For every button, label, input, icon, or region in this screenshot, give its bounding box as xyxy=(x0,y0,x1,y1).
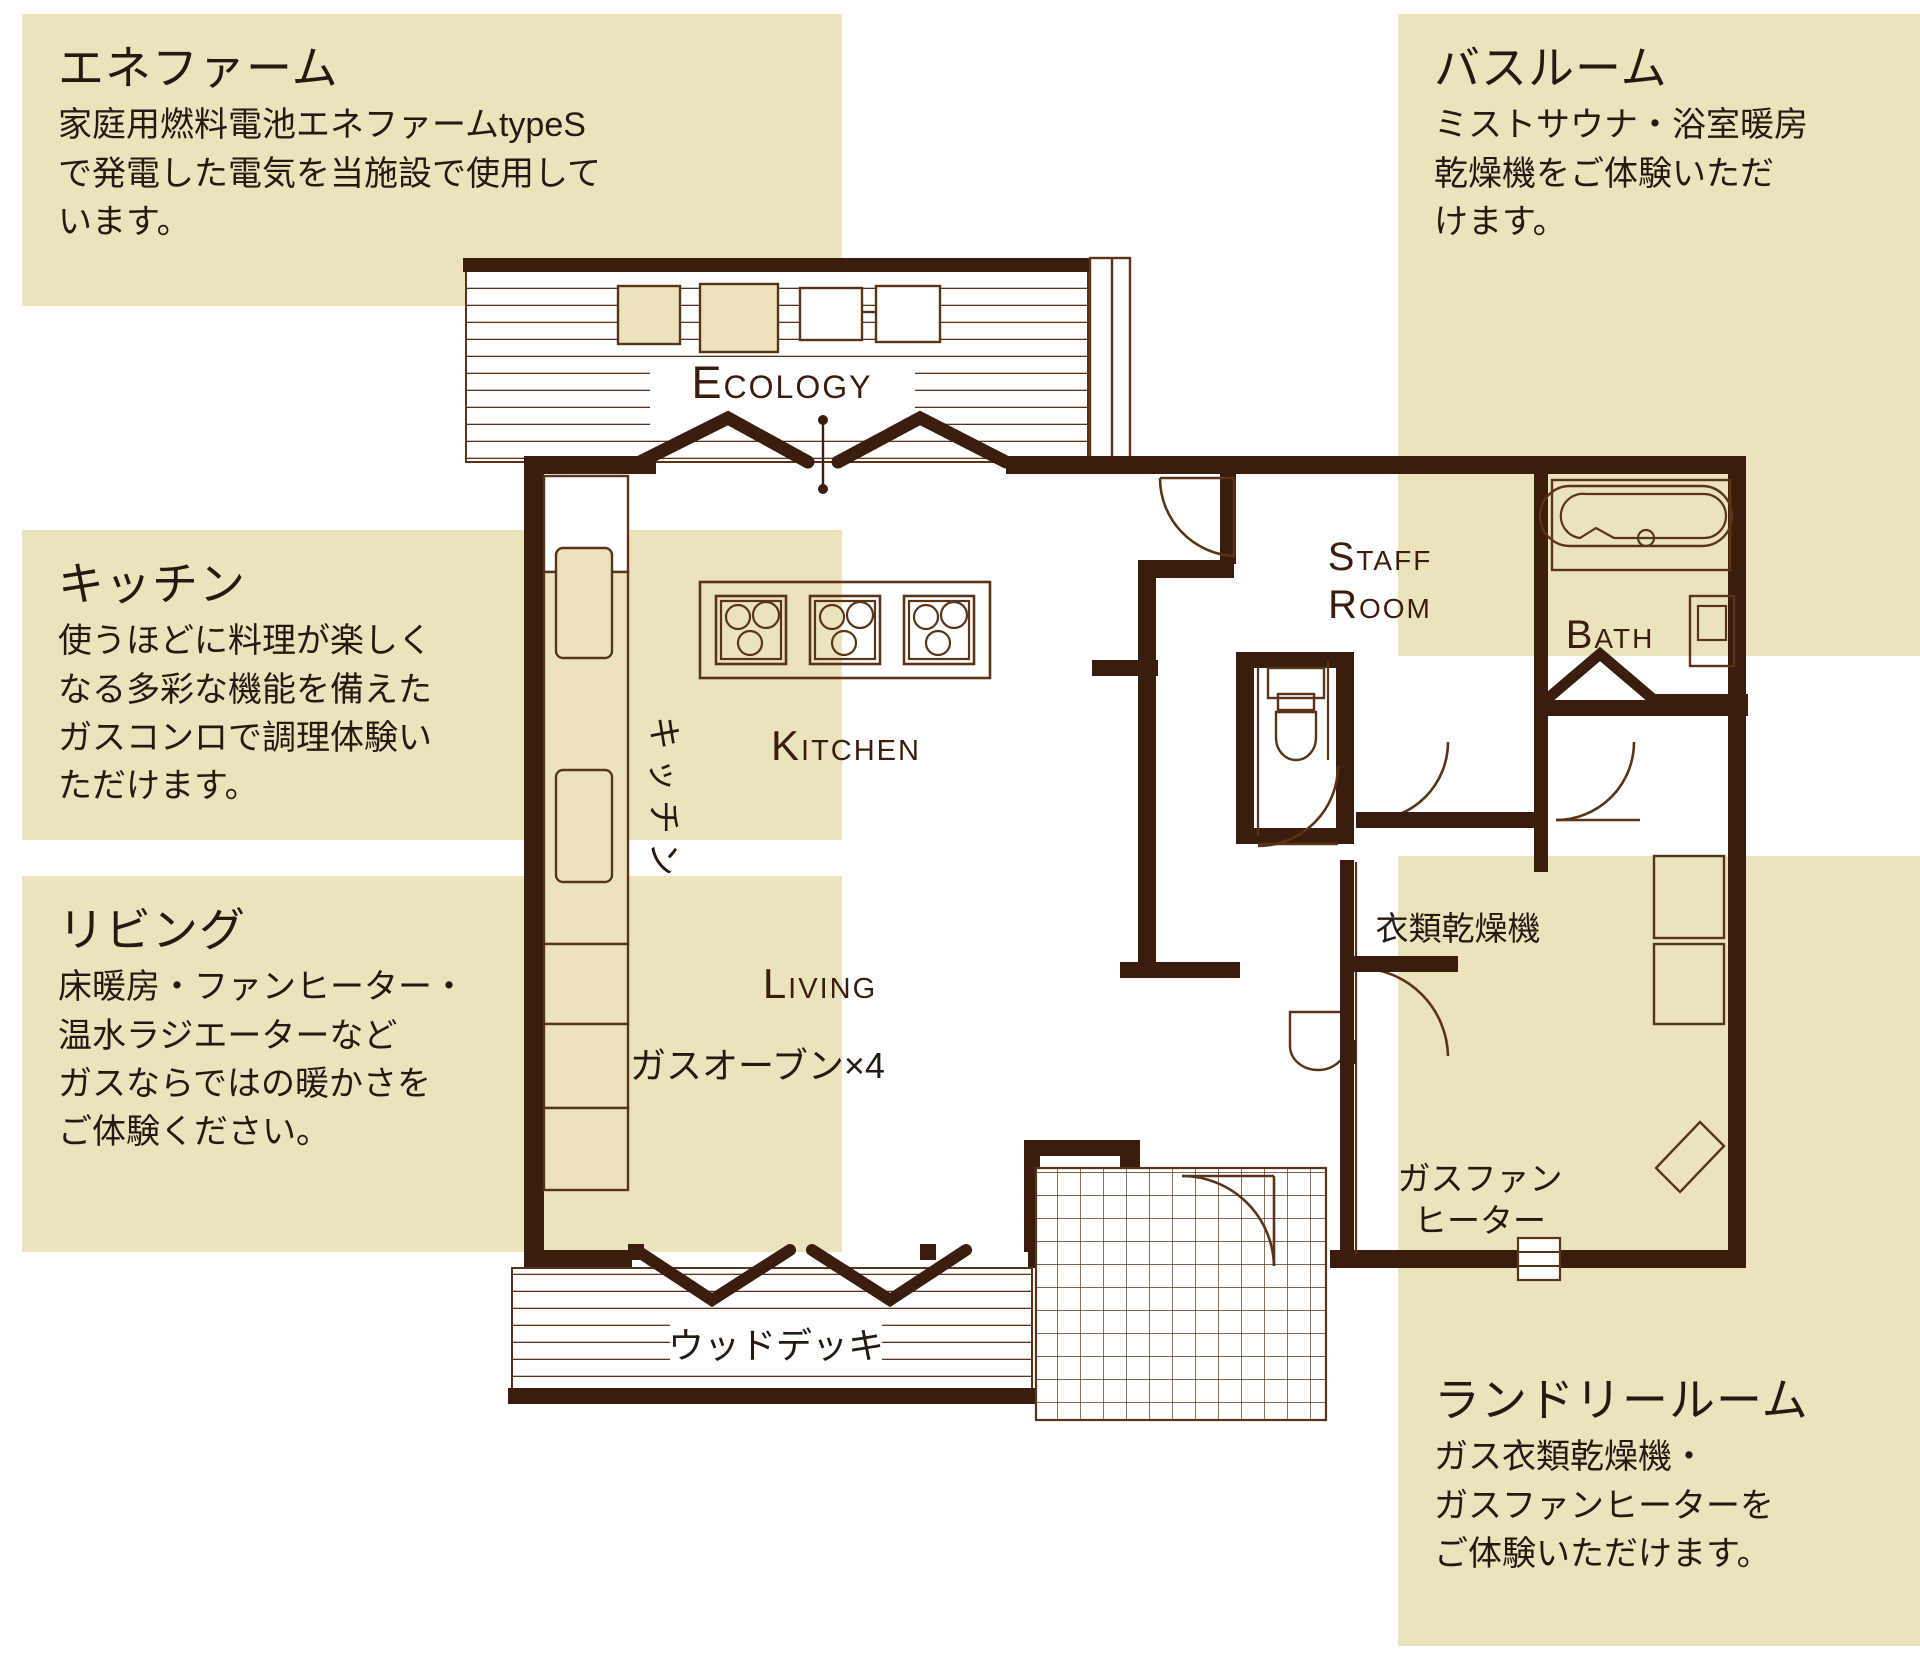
label-gas-oven: ガスオーブン×4 xyxy=(630,1045,885,1086)
gas-fan-heater-unit xyxy=(1654,1120,1726,1194)
toilet-fixture xyxy=(1266,666,1326,762)
callout-bathroom-title: バスルーム xyxy=(1434,42,1668,94)
label-wood-deck: ウッドデッキ xyxy=(668,1325,884,1366)
bath-room xyxy=(1534,474,1748,812)
callout-kitchen-title: キッチン xyxy=(58,558,246,610)
interior-partitions xyxy=(1092,468,1240,978)
callout-enefarm-body: 家庭用燃料電池エネファームtypeS で発電した電気を当施設で使用して います。 xyxy=(58,106,601,241)
label-gas-fan-heater-line2: ヒーター xyxy=(1414,1202,1546,1239)
corridor-doors xyxy=(1356,741,1640,872)
label-clothes-dryer: 衣類乾燥機 xyxy=(1376,910,1541,947)
label-ecology: Ecology xyxy=(692,357,873,408)
callout-laundry-title: ランドリールーム xyxy=(1434,1374,1809,1426)
gas-range-2 xyxy=(808,594,882,666)
label-staff-room-line2: Room xyxy=(1328,583,1432,627)
callout-bathroom-body: ミストサウナ・浴室暖房 乾燥機をご体験いただ けます。 xyxy=(1434,106,1808,241)
wood-deck-bottom xyxy=(508,1244,1036,1404)
tiled-terrace xyxy=(1034,1166,1328,1422)
callout-living-body: 床暖房・ファンヒーター・ 温水ラジエーターなど ガスならではの暖かさを ご体験く… xyxy=(58,968,466,1152)
callout-kitchen-body: 使うほどに料理が楽しく なる多彩な機能を備えた ガスコンロで調理体験い ただけま… xyxy=(58,622,432,806)
label-kitchen-jp: キッチン xyxy=(644,716,682,884)
label-staff-room-line1: Staff xyxy=(1328,535,1433,579)
callout-laundry: ランドリールーム ガス衣類乾燥機・ ガスファンヒーターを ご体験いただけます。 xyxy=(1398,1346,1918,1646)
toilet-compartment xyxy=(1236,652,1354,1072)
bathtub xyxy=(1538,478,1734,572)
kitchen-counter-run xyxy=(542,474,630,1192)
callout-enefarm-title: エネファーム xyxy=(58,42,339,94)
label-kitchen-en: Kitchen xyxy=(771,722,921,769)
kitchen-island xyxy=(698,580,992,680)
ecology-deck xyxy=(463,256,1132,494)
label-living-en: Living xyxy=(763,960,877,1007)
callout-enefarm: エネファーム 家庭用燃料電池エネファームtypeS で発電した電気を当施設で使用… xyxy=(22,14,842,306)
label-bath: Bath xyxy=(1566,613,1655,657)
label-gas-fan-heater-line1: ガスファン xyxy=(1398,1160,1563,1197)
laundry-room xyxy=(1340,854,1726,1282)
floor-vent xyxy=(1516,1236,1562,1282)
gas-range-3 xyxy=(902,594,976,666)
callout-laundry-body: ガス衣類乾燥機・ ガスファンヒーターを ご体験いただけます。 xyxy=(1434,1438,1774,1573)
callout-living-title: リビング xyxy=(58,904,246,956)
gas-range-1 xyxy=(714,594,788,666)
callout-bathroom: バスルーム ミストサウナ・浴室暖房 乾燥機をご体験いただ けます。 xyxy=(1398,14,1918,336)
callout-living: リビング 床暖房・ファンヒーター・ 温水ラジエーターなど ガスならではの暖かさを… xyxy=(22,876,842,1252)
